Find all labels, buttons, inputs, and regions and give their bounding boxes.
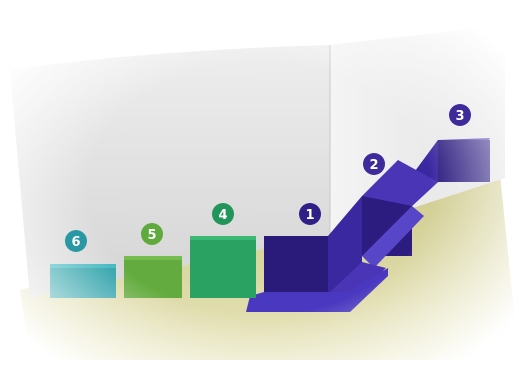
marker-2-label: 2 [369,158,378,173]
marker-1-label: 1 [305,208,314,223]
marker-5: 5 [141,223,163,245]
marker-6-label: 6 [71,235,80,250]
marker-1: 1 [299,203,321,225]
marker-5-label: 5 [147,228,156,243]
marker-2: 2 [363,153,385,175]
marker-3-label: 3 [455,109,464,124]
marker-6: 6 [65,230,87,252]
marker-4: 4 [212,203,234,225]
marker-3: 3 [449,104,471,126]
marker-4-label: 4 [218,208,227,223]
